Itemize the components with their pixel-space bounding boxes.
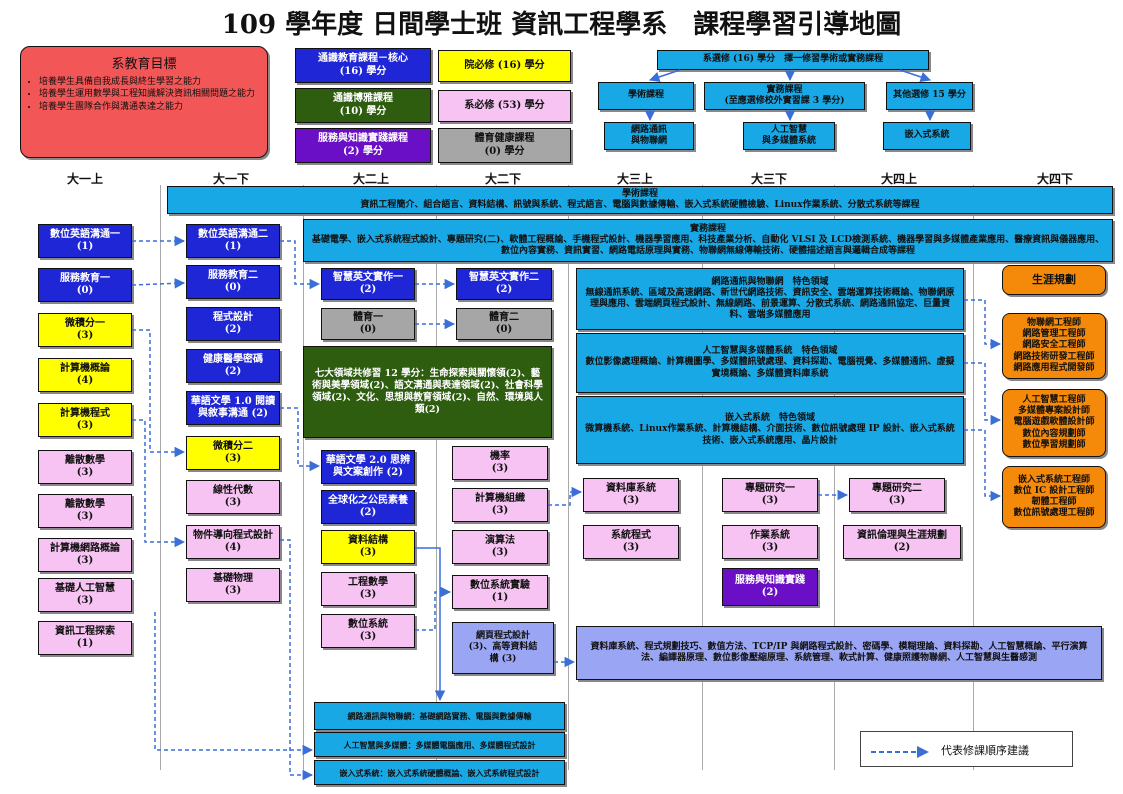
column-divider [568,185,569,770]
course-box: 資訊工程探索 (1) [38,621,132,655]
goal-item: 培養學生運用數學與工程知識解決資訊相關問題之能力 [39,88,261,100]
category-service: 服務與知識實踐課程 (2) 學分 [295,128,431,163]
course-box: 資料結構 (3) [321,530,415,564]
year-header: 大一下 [212,172,249,186]
category-dept-required: 系必修 (53) 學分 [438,90,571,122]
track-ai: 人工智慧 與多媒體系統 [743,122,835,150]
course-box: 服務與知識實踐 (2) [722,568,818,606]
legend-text: 代表修課順序建議 [941,744,1029,757]
career-ai: 人工智慧工程師 多媒體專案設計師 電腦遊戲軟體設計師 數位內容規劃師 數位學習規… [1002,389,1106,457]
course-box: 計算機程式 (3) [38,403,132,437]
career-embedded: 嵌入式系統工程師 數位 IC 設計工程師 韌體工程師 數位訊號處理工程師 [1002,466,1106,528]
course-box: 全球化之公民素養 (2) [321,490,415,524]
course-box: 作業系統 (3) [722,525,818,559]
course-box: 智慧英文實作一 (2) [321,268,415,300]
legend-box: 代表修課順序建議 [860,731,1073,767]
goals-heading: 系教育目標 [111,57,177,72]
year-header: 大二下 [484,172,521,186]
goal-item: 培養學生團隊合作與溝通表達之能力 [39,101,261,113]
legend-arrow-icon [871,743,931,758]
course-box: 資料庫系統 (3) [583,478,679,512]
course-box: 計算機組織 (3) [452,488,548,522]
track-ai-detail: 人工智慧與多媒體系統 特色領域 數位影像處理概論、計算機圖學、多媒體訊號處理、資… [576,333,964,393]
year-header: 大四上 [880,172,917,186]
career-heading: 生涯規劃 [1002,265,1106,295]
course-box: 數位英語溝通二 (1) [186,224,280,258]
electives-list: 資料庫系統、程式規劃技巧、數值方法、TCP/IP 與網路程式設計、密碼學、模糊理… [576,626,1102,680]
career-network: 物聯網工程師 網路管理工程師 網路安全工程師 網路技術研發工程師 網路應用程式開… [1002,313,1106,379]
category-pe: 體育健康課程 (0) 學分 [438,128,571,163]
column-divider [160,185,161,770]
course-box: 資訊倫理與生涯規劃 (2) [843,525,961,559]
column-divider [973,185,974,770]
course-box: 系統程式 (3) [583,525,679,559]
track-network: 網路通訊 與物聯網 [604,122,694,150]
course-box: 離散數學 (3) [38,494,132,528]
course-box: 線性代數 (3) [186,480,280,514]
year-header: 大一上 [66,172,103,186]
course-box: 華語文學 2.0 思辨 與文案創作 (2) [321,450,415,484]
course-box: 專題研究一 (3) [722,478,818,512]
course-box: 體育一 (0) [321,308,415,340]
course-box: 華語文學 1.0 閱讀 與敘事溝通 (2) [186,391,280,425]
elective-top: 系選修 (16) 學分 擇一修習學術或實務課程 [657,50,929,70]
course-box: 基礎人工智慧 (3) [38,578,132,612]
course-box: 微積分一 (3) [38,313,132,347]
goal-item: 培養學生具備自我成長與終生學習之能力 [39,76,261,88]
course-box: 機率 (3) [452,446,548,480]
elective-academic: 學術課程 [598,82,694,110]
column-divider [303,185,304,770]
column-divider [436,185,437,770]
course-box: 專題研究二 (3) [849,478,945,512]
category-broad-general: 通識博雅課程 (10) 學分 [295,88,431,123]
column-divider [834,185,835,770]
track-network-detail: 網路通訊與物聯網 特色領域 無線通訊系統、區域及高速網路、新世代網路技術、資訊安… [576,268,964,330]
bottom-track: 嵌入式系統：嵌入式系統硬體概論、嵌入式系統程式設計 [314,760,565,785]
elective-practical: 實務課程 (至應選修校外實習課 3 學分) [704,82,865,110]
practical-banner: 實務課程 基礎電學、嵌入式系統程式設計、專題研究(二)、軟體工程概論、手機程式設… [303,219,1113,262]
goals-list: 培養學生具備自我成長與終生學習之能力 培養學生運用數學與工程知識解決資訊相關問題… [27,76,261,112]
course-box: 服務教育二 (0) [186,265,280,299]
academic-banner: 學術課程 資訊工程簡介、組合語言、資料結構、訊號與系統、程式語言、電腦與數據傳輸… [167,186,1113,214]
course-box: 網頁程式設計 (3)、高等資料結 構 (3) [452,622,554,674]
course-box: 工程數學 (3) [321,572,415,606]
course-box: 數位英語溝通一 (1) [38,224,132,258]
year-header: 大四下 [1036,172,1073,186]
year-header: 大二上 [352,172,389,186]
track-embedded-detail: 嵌入式系統 特色領域 微算機系統、Linux作業系統、計算機結構、介面技術、數位… [576,396,964,464]
bottom-track: 人工智慧與多媒體：多媒體電腦應用、多媒體程式設計 [314,732,565,757]
course-box: 計算機概論 (4) [38,358,132,392]
course-box: 演算法 (3) [452,530,548,564]
course-box: 基礎物理 (3) [186,568,280,602]
course-box: 程式設計 (2) [186,307,280,341]
course-box: 智慧英文實作二 (2) [456,268,552,300]
year-header: 大三下 [750,172,787,186]
category-college-required: 院必修 (16) 學分 [438,50,571,82]
year-header: 大三上 [616,172,653,186]
course-box: 體育二 (0) [456,308,552,340]
bottom-track: 網路通訊與物聯網：基礎網路實務、電腦與數據傳輸 [314,702,565,730]
column-divider [702,185,703,770]
general-education-box: 七大領域共修習 12 學分：生命探索與關懷領(2)、藝術與美學領域(2)、語文溝… [303,346,552,438]
course-box: 離散數學 (3) [38,450,132,484]
course-box: 健康醫學密碼 (2) [186,349,280,383]
course-box: 數位系統 (3) [321,614,415,648]
course-box: 服務教育一 (0) [38,268,132,302]
course-box: 數位系統實驗 (1) [452,575,548,609]
course-box: 物件導向程式設計 (4) [186,525,280,559]
course-box: 微積分二 (3) [186,436,280,470]
category-core-general: 通識教育課程－核心 (16) 學分 [295,48,431,83]
elective-other: 其他選修 15 學分 [886,82,973,110]
track-embedded: 嵌入式系統 [883,122,971,150]
education-goals-box: 系教育目標 培養學生具備自我成長與終生學習之能力 培養學生運用數學與工程知識解決… [20,46,268,158]
course-box: 計算機網路概論 (3) [38,538,132,572]
page-title: 109 學年度 日間學士班 資訊工程學系 課程學習引導地圖 [221,10,902,40]
